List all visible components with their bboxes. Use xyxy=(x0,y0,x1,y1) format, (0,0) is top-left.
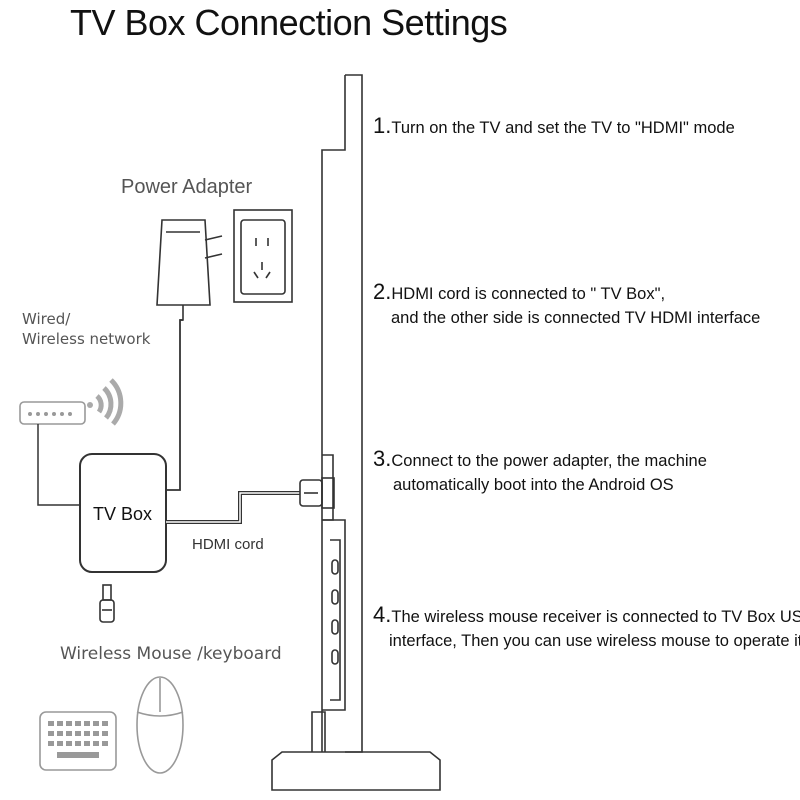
mouse-keyboard-label: Wireless Mouse /keyboard xyxy=(60,644,282,664)
wifi-icon xyxy=(87,378,124,426)
wall-socket-icon xyxy=(233,209,293,303)
step-2: 2.HDMI cord is connected to " TV Box", a… xyxy=(373,280,760,330)
hdmi-plug-icon xyxy=(299,477,335,509)
power-adapter-icon xyxy=(156,219,223,321)
step-3-line-2: automatically boot into the Android OS xyxy=(393,476,674,494)
tv-box-icon xyxy=(79,453,167,573)
usb-receiver-icon xyxy=(99,584,115,623)
step-1-line-1: Turn on the TV and set the TV to "HDMI" … xyxy=(391,119,735,137)
step-3: 3.Connect to the power adapter, the mach… xyxy=(373,447,707,497)
router-icon xyxy=(19,401,86,425)
step-4-line-2: interface, Then you can use wireless mou… xyxy=(389,632,800,650)
network-label-line1: Wired/ xyxy=(22,310,71,328)
step-4-number: 4. xyxy=(373,602,392,627)
step-2-number: 2. xyxy=(373,279,392,304)
mouse-icon xyxy=(136,676,184,774)
diagram-title: TV Box Connection Settings xyxy=(70,2,508,43)
step-4: 4.The wireless mouse receiver is connect… xyxy=(373,603,800,653)
step-2-line-1: HDMI cord is connected to " TV Box", xyxy=(391,285,666,303)
step-3-number: 3. xyxy=(373,446,392,471)
tv-icon xyxy=(271,74,441,791)
step-1-number: 1. xyxy=(373,113,392,138)
hdmi-cord-label: HDMI cord xyxy=(192,536,264,553)
keyboard-icon xyxy=(39,711,117,771)
step-4-line-1: The wireless mouse receiver is connected… xyxy=(391,608,800,626)
network-label-line2: Wireless network xyxy=(22,330,151,348)
step-1: 1.Turn on the TV and set the TV to "HDMI… xyxy=(373,114,735,140)
step-3-line-1: Connect to the power adapter, the machin… xyxy=(391,452,707,470)
step-2-line-2: and the other side is connected TV HDMI … xyxy=(391,309,761,327)
power-adapter-label: Power Adapter xyxy=(121,176,253,198)
tv-box-label: TV Box xyxy=(93,504,153,524)
